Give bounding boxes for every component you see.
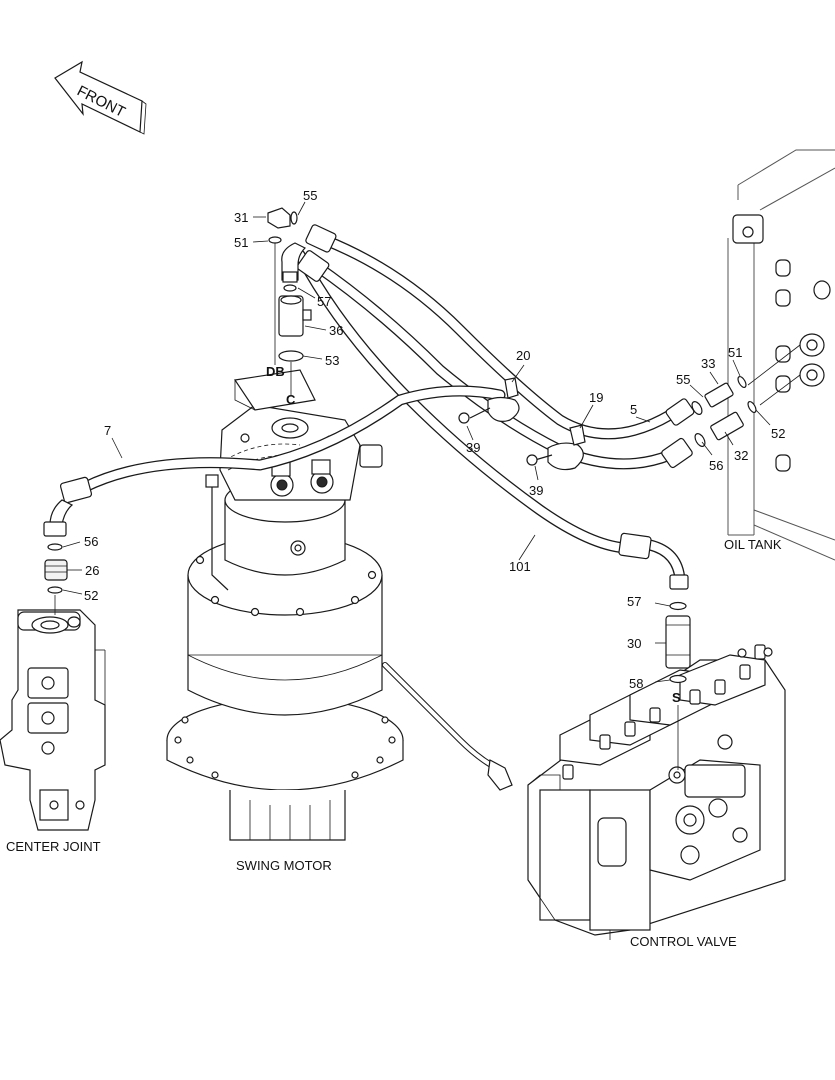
- callout-58: 58: [629, 676, 643, 691]
- callout-31: 31: [234, 210, 248, 225]
- motor-top-fittings: [267, 207, 312, 395]
- callout-26: 26: [85, 563, 99, 578]
- control-valve-drawing: [527, 644, 786, 940]
- tank-fittings: [691, 375, 757, 447]
- callout-101: 101: [509, 559, 531, 574]
- callout-7: 7: [104, 423, 111, 438]
- valve-fittings: [665, 601, 691, 770]
- callout-55: 55: [676, 372, 690, 387]
- oil-tank-caption: OIL TANK: [724, 537, 782, 552]
- hose-101: [294, 249, 689, 590]
- fitting-stack-left: [44, 543, 68, 615]
- center-joint-caption: CENTER JOINT: [6, 839, 101, 854]
- callout-19: 19: [589, 390, 603, 405]
- callout-57: 57: [627, 594, 641, 609]
- callout-53: 53: [325, 353, 339, 368]
- callout-5: 5: [630, 402, 637, 417]
- callout-57: 57: [317, 294, 331, 309]
- callout-39: 39: [466, 440, 480, 455]
- callout-30: 30: [627, 636, 641, 651]
- swing-motor-drawing: [166, 369, 513, 841]
- swing-motor-caption: SWING MOTOR: [236, 858, 332, 873]
- port-s-label: S: [672, 690, 681, 705]
- callout-56: 56: [709, 458, 723, 473]
- callout-51: 51: [234, 235, 248, 250]
- control-valve-caption: CONTROL VALVE: [630, 934, 737, 949]
- callout-numbers: 31 51 55 57 36 53 20 39 39 19 5 33 51 55…: [84, 188, 785, 691]
- callout-33: 33: [701, 356, 715, 371]
- callout-56: 56: [84, 534, 98, 549]
- callout-52: 52: [84, 588, 98, 603]
- port-db-label: DB: [266, 364, 285, 379]
- port-c-label: C: [286, 392, 296, 407]
- callout-39: 39: [529, 483, 543, 498]
- callout-32: 32: [734, 448, 748, 463]
- component-captions: OIL TANK CENTER JOINT SWING MOTOR CONTRO…: [6, 537, 782, 949]
- callout-36: 36: [329, 323, 343, 338]
- oil-tank-drawing: [727, 149, 835, 561]
- center-joint-drawing: [0, 609, 106, 831]
- callout-51: 51: [728, 345, 742, 360]
- callout-55: 55: [303, 188, 317, 203]
- callout-52: 52: [771, 426, 785, 441]
- port-labels: DB C S: [266, 364, 681, 705]
- front-direction-arrow: FRONT: [54, 60, 147, 135]
- hose-clamps: [458, 377, 586, 471]
- callout-20: 20: [516, 348, 530, 363]
- hose-7: [43, 385, 506, 537]
- leader-lines: [62, 201, 771, 683]
